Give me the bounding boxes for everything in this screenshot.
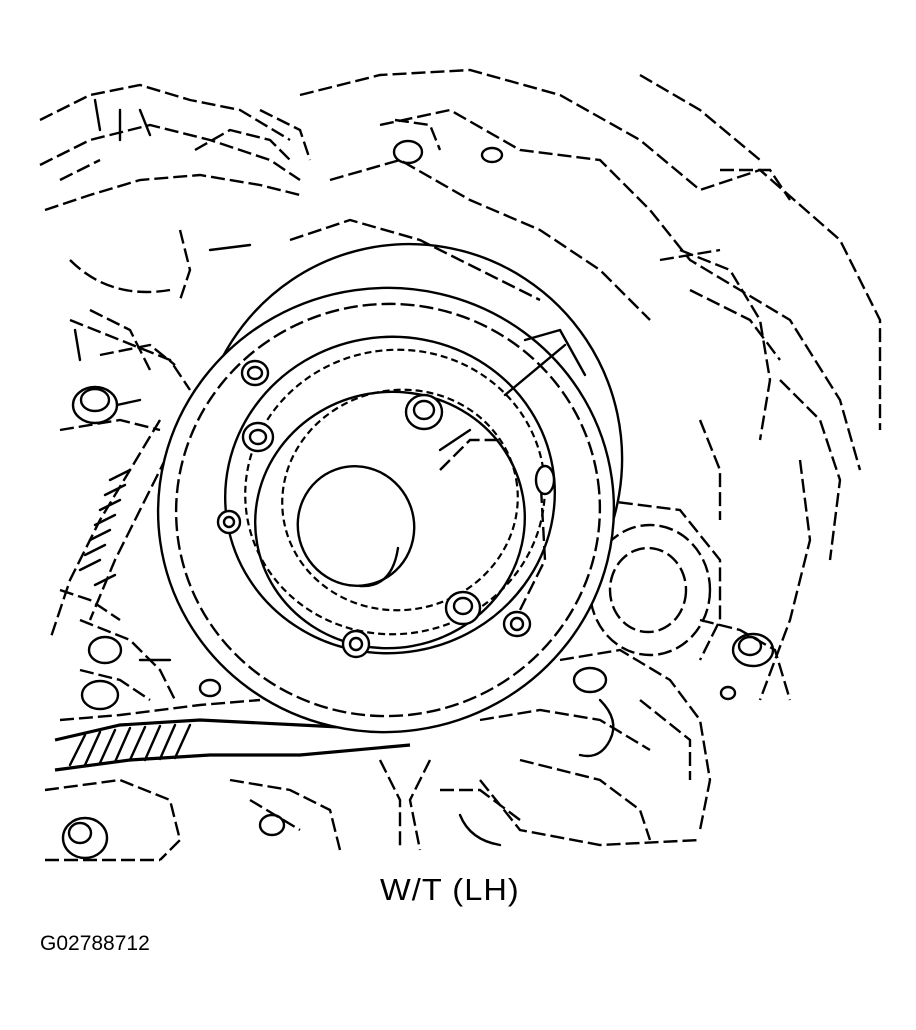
component-label: W/T (LH) — [380, 872, 520, 907]
lower-middle-bracket — [229, 759, 521, 851]
pulley-bolt-right — [534, 464, 556, 496]
housing-boss-top — [392, 118, 504, 165]
engine-pulley-illustration — [39, 68, 882, 862]
left-bracket — [59, 318, 191, 432]
lower-left-mechanism — [59, 618, 261, 722]
engine-housing-outline — [289, 68, 882, 701]
upper-left-bracket — [39, 83, 312, 371]
pulley-bolt-upper-center — [404, 393, 444, 431]
pulley-bolts — [216, 359, 556, 659]
idler-pulley-lower-left — [44, 778, 182, 862]
drive-belt-left — [48, 419, 177, 641]
pulley-bolt-lower-right — [502, 610, 532, 638]
pulley-bolt-lower-center — [444, 590, 482, 626]
pulley-bolt-upper-left — [241, 421, 275, 453]
figure-id: G02788712 — [40, 932, 150, 955]
right-lower-housing — [479, 498, 722, 847]
pulley-bolt-left — [216, 509, 242, 535]
crankshaft-pulley — [156, 242, 624, 734]
left-mount-bolt — [71, 385, 142, 425]
pulley-bolt-top — [240, 359, 270, 387]
right-mount-bolt — [699, 618, 792, 701]
pulley-bolt-bottom — [341, 629, 371, 659]
